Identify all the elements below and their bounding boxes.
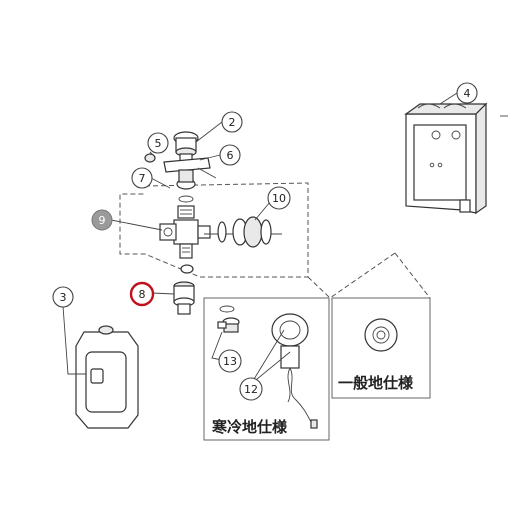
svg-text:13: 13 xyxy=(223,355,237,368)
grey-bubble xyxy=(91,209,113,231)
callout-5: 5 xyxy=(147,132,169,154)
cold-region-spec-box xyxy=(203,297,330,441)
highlight-ring xyxy=(129,281,155,307)
leader-3 xyxy=(62,305,86,375)
small-nut-part xyxy=(180,264,194,274)
callout-12: 12 xyxy=(239,377,263,401)
leader-10 xyxy=(254,201,271,221)
dashed-leader-bracket-to-cold xyxy=(329,252,396,299)
leader-8 xyxy=(151,292,175,295)
callout-13: 13 xyxy=(218,349,242,373)
leader-12 xyxy=(250,351,291,385)
callout-9: 9 xyxy=(91,209,113,231)
leader-6 xyxy=(199,154,221,161)
standard-ring-part xyxy=(364,318,398,352)
leader-7 xyxy=(150,177,171,189)
svg-text:6: 6 xyxy=(227,149,234,162)
svg-text:8: 8 xyxy=(139,288,146,301)
svg-text:5: 5 xyxy=(155,137,162,150)
svg-text:3: 3 xyxy=(60,291,67,304)
small-cap-part xyxy=(144,153,156,163)
svg-text:12: 12 xyxy=(244,383,258,396)
callout-8: 8 xyxy=(129,281,155,307)
callout-6: 6 xyxy=(219,144,241,166)
leader-2 xyxy=(195,121,223,143)
svg-text:10: 10 xyxy=(272,192,286,205)
callout-2: 2 xyxy=(221,111,243,133)
svg-text:2: 2 xyxy=(229,116,236,129)
assembly-9-dashed-box xyxy=(119,182,309,278)
leader-9 xyxy=(110,219,163,231)
tee-body-part xyxy=(159,205,211,259)
leader-12b xyxy=(250,329,285,385)
valve-handle-part xyxy=(163,131,217,190)
svg-text:9: 9 xyxy=(99,214,106,227)
cover-part xyxy=(75,325,139,429)
small-fittings-part xyxy=(217,305,240,333)
o-ring-part xyxy=(178,195,194,203)
dashed-leader-box-to-cold xyxy=(307,276,331,299)
leader-4 xyxy=(439,92,458,105)
connector-fitting-part xyxy=(173,281,195,315)
caption-cold-region: 寒冷地仕様 xyxy=(212,418,288,436)
dashed-leader-bracket-to-standard xyxy=(394,252,431,299)
callout-4: 4 xyxy=(456,82,478,104)
callout-7: 7 xyxy=(131,167,153,189)
svg-text:4: 4 xyxy=(464,87,471,100)
valve-cartridge-part xyxy=(204,216,282,248)
callout-10: 10 xyxy=(267,186,291,210)
leader-5 xyxy=(149,151,153,155)
callout-3: 3 xyxy=(52,286,74,308)
wall-bracket-part xyxy=(404,102,508,215)
caption-standard: 一般地仕様 xyxy=(338,374,414,392)
svg-text:7: 7 xyxy=(139,172,146,185)
standard-spec-box xyxy=(331,297,431,399)
heater-ring-part xyxy=(271,313,318,429)
